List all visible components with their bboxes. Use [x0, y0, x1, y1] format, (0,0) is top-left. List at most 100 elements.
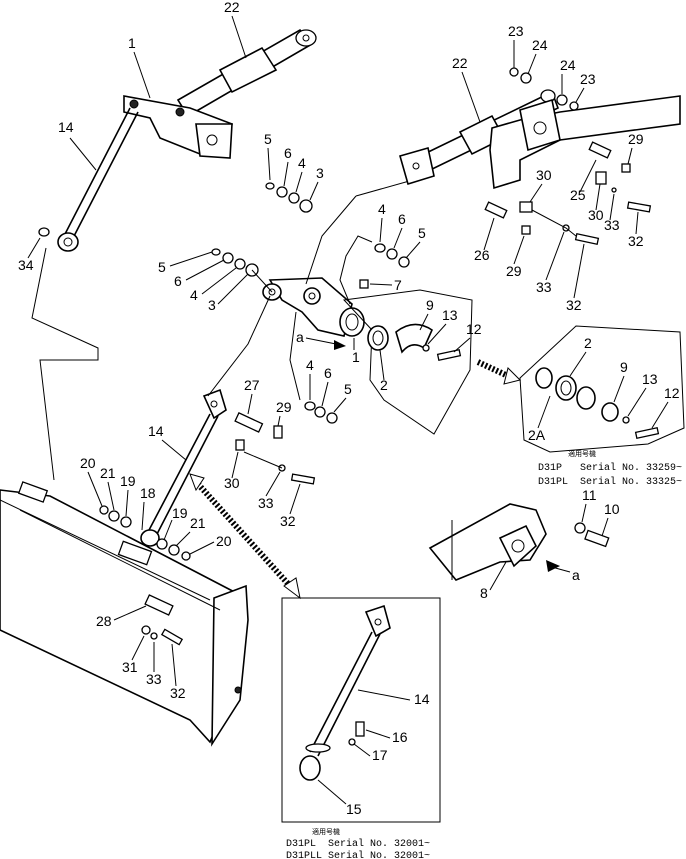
washer-stack-lower — [289, 311, 338, 424]
callout-12-a: 12 — [466, 321, 482, 337]
callout-2-inset: 2 — [584, 335, 592, 351]
view-label-a-left: a — [296, 329, 304, 345]
washer-stack-right — [339, 235, 410, 305]
callout-33-bottom: 33 — [146, 671, 162, 687]
callout-33-center: 33 — [536, 279, 552, 295]
inset-bottom-frame — [281, 597, 441, 823]
callout-15: 15 — [346, 801, 362, 817]
washer-stack-top — [265, 182, 313, 213]
caption-bottom: 適用号機 D31PL Serial No. 32001~ D31PLL Seri… — [286, 827, 430, 859]
callout-4-b: 4 — [190, 287, 198, 303]
caption-bottom-line2: D31PLL Serial No. 32001~ — [286, 850, 430, 859]
callout-29-mid: 29 — [276, 399, 292, 415]
callout-33-mid: 33 — [258, 495, 274, 511]
callout-22-left: 22 — [224, 0, 240, 15]
callout-12-inset: 12 — [664, 385, 680, 401]
callout-13-a: 13 — [442, 307, 458, 323]
callout-4-a: 4 — [298, 155, 306, 171]
inset-right-frame — [519, 325, 685, 453]
center-lever — [262, 177, 421, 337]
callout-30-center: 30 — [536, 167, 552, 183]
callout-17: 17 — [372, 747, 388, 763]
washer-stack-left — [211, 248, 273, 293]
callout-24-b: 24 — [560, 57, 576, 73]
callout-13-inset: 13 — [642, 371, 658, 387]
callout-9-inset: 9 — [620, 359, 628, 375]
callout-21-a: 21 — [100, 465, 116, 481]
view-label-a-right: a — [572, 567, 580, 583]
arrow-right-inset — [476, 359, 521, 385]
callout-1-lower: 1 — [352, 349, 360, 365]
caption-right-line1: D31P Serial No. 33259~ — [538, 462, 682, 474]
caption-right-jp: 適用号機 — [568, 449, 596, 458]
callout-19-b: 19 — [172, 505, 188, 521]
callout-34: 34 — [18, 257, 34, 273]
callout-5-b: 5 — [158, 259, 166, 275]
callout-31: 31 — [122, 659, 138, 675]
callout-6-d: 6 — [324, 365, 332, 381]
callout-20-a: 20 — [80, 455, 96, 471]
left-bracket — [123, 95, 233, 159]
washer-stack-18-21 — [99, 505, 191, 561]
pins-bottom — [141, 594, 184, 646]
callout-16: 16 — [392, 729, 408, 745]
callout-33-right: 33 — [604, 217, 620, 233]
callout-4-c: 4 — [378, 201, 386, 217]
callout-24-a: 24 — [532, 37, 548, 53]
right-hardware — [484, 67, 652, 245]
pins-middle — [234, 412, 316, 485]
callout-7: 7 — [394, 277, 402, 293]
callout-19-a: 19 — [120, 473, 136, 489]
callout-1: 1 — [128, 35, 136, 51]
callout-9-a: 9 — [426, 297, 434, 313]
callout-30-mid: 30 — [224, 475, 240, 491]
callout-5-a: 5 — [264, 131, 272, 147]
callout-2-a: 2 — [380, 377, 388, 393]
callout-27: 27 — [244, 377, 260, 393]
right-frame — [489, 95, 681, 190]
middle-rod — [140, 295, 271, 547]
left-rod — [57, 107, 139, 252]
callout-32-mid: 32 — [280, 513, 296, 529]
grease-fitting-7 — [359, 279, 369, 289]
callout-25: 25 — [570, 187, 586, 203]
callout-5-c: 5 — [418, 225, 426, 241]
callout-6-c: 6 — [398, 211, 406, 227]
arrow-bottom-inset — [189, 473, 301, 600]
callout-5-d: 5 — [344, 381, 352, 397]
callout-29-right: 29 — [628, 131, 644, 147]
callout-4-d: 4 — [306, 357, 314, 373]
callout-3-a: 3 — [316, 165, 324, 181]
callout-29-center: 29 — [506, 263, 522, 279]
callout-21-b: 21 — [190, 515, 206, 531]
caption-bottom-line1: D31PL Serial No. 32001~ — [286, 838, 430, 850]
callout-14-left: 14 — [58, 119, 74, 135]
nut-34 — [38, 227, 50, 237]
caption-right: 適用号機 D31P Serial No. 33259~ D31PL Serial… — [538, 449, 682, 488]
caption-right-line2: D31PL Serial No. 33325~ — [538, 476, 682, 488]
callout-10: 10 — [604, 501, 620, 517]
callout-32-center: 32 — [566, 297, 582, 313]
callout-22-right: 22 — [452, 55, 468, 71]
callout-23-a: 23 — [508, 23, 524, 39]
right-lower-frame — [428, 503, 610, 581]
callout-labels: 1 22 14 34 5 6 4 3 5 6 4 3 4 6 5 7 9 13 — [18, 0, 680, 817]
callout-3-b: 3 — [208, 297, 216, 313]
callout-14-mid: 14 — [148, 423, 164, 439]
left-cylinder — [176, 28, 317, 118]
callout-32-right: 32 — [628, 233, 644, 249]
callout-20-b: 20 — [216, 533, 232, 549]
callout-2a-inset: 2A — [528, 427, 546, 443]
callout-6-a: 6 — [284, 145, 292, 161]
bushing-group — [342, 289, 473, 435]
callout-18: 18 — [140, 485, 156, 501]
callout-11: 11 — [582, 487, 597, 503]
callout-23-b: 23 — [580, 71, 596, 87]
callout-6-b: 6 — [174, 273, 182, 289]
callout-32-bottom: 32 — [170, 685, 186, 701]
callout-30-right: 30 — [588, 207, 604, 223]
view-arrow-left — [305, 337, 346, 350]
callout-8: 8 — [480, 585, 488, 601]
caption-bottom-jp: 適用号機 — [312, 827, 340, 836]
